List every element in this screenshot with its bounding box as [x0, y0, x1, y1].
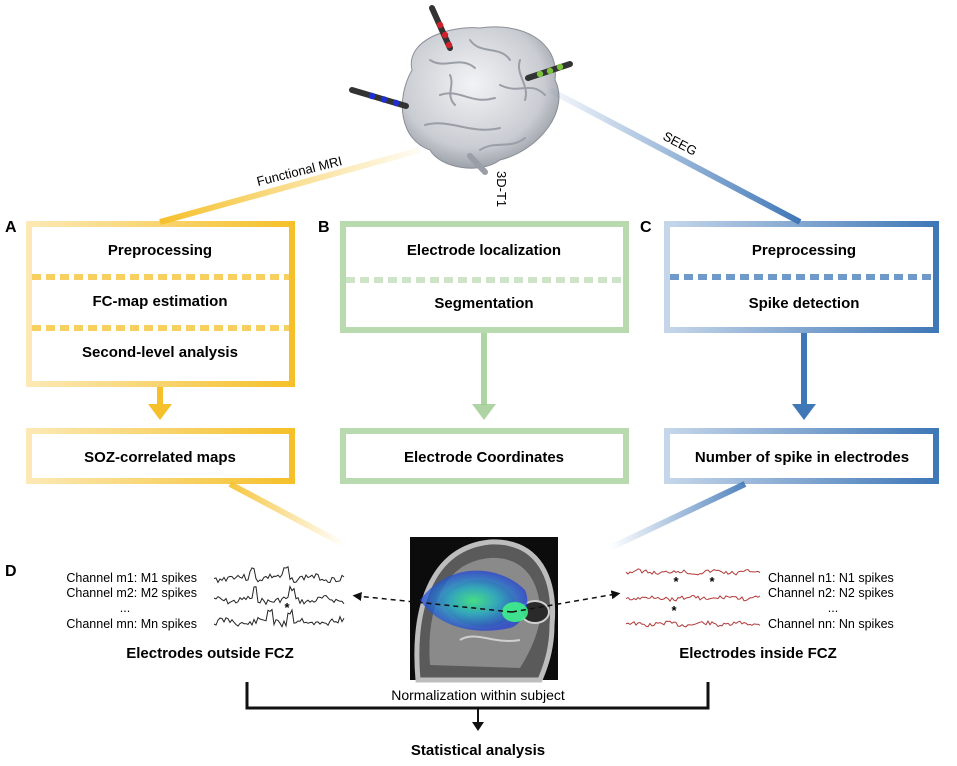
panel-letter-b: B — [318, 219, 330, 236]
normalization-bracket — [245, 682, 710, 731]
left-trace-2 — [213, 585, 345, 606]
right-channel-list: Channel n1: N1 spikes Channel n2: N2 spi… — [768, 571, 894, 631]
left-channel-2: Channel m2: M2 spikes — [66, 586, 197, 600]
left-group-title: Electrodes outside FCZ — [126, 645, 294, 662]
panel-letter-c: C — [640, 219, 652, 236]
right-spike-marker-3: * — [671, 603, 677, 618]
right-group-title: Electrodes inside FCZ — [679, 645, 837, 662]
panel-a-output-box — [26, 428, 295, 484]
panel-b-step-segmentation: Segmentation — [434, 295, 533, 312]
panel-b-step-electrode-localization: Electrode localization — [407, 242, 561, 259]
right-trace-2 — [625, 595, 761, 602]
statistical-analysis-label: Statistical analysis — [411, 742, 545, 759]
left-trace-1 — [213, 565, 345, 584]
panel-b-arrow — [472, 333, 496, 420]
panel-c-output: Number of spike in electrodes — [695, 449, 909, 466]
panel-b-output: Electrode Coordinates — [404, 449, 564, 466]
panel-a-arrow — [148, 387, 172, 420]
panel-c-connector — [608, 481, 747, 551]
panel-c-arrow — [792, 333, 816, 420]
left-channel-list: Channel m1: M1 spikes Channel m2: M2 spi… — [66, 571, 197, 631]
electrode-red — [429, 5, 453, 51]
right-spike-marker-1: * — [673, 574, 679, 589]
right-channel-2: Channel n2: N2 spikes — [768, 586, 894, 600]
normalization-label: Normalization within subject — [391, 687, 565, 703]
right-trace-1 — [625, 568, 761, 576]
branch-seeg — [548, 87, 802, 225]
panel-c-step-spike-detection: Spike detection — [749, 295, 860, 312]
panel-b-output-box — [340, 428, 629, 484]
left-eeg-traces — [213, 565, 345, 628]
left-channel-ellipsis: ... — [120, 601, 130, 615]
panel-c-output-box — [664, 428, 939, 484]
label-3d-t1: 3D-T1 — [494, 171, 509, 207]
left-spike-marker: * — [284, 600, 290, 615]
panel-c-step-preprocessing: Preprocessing — [752, 242, 856, 259]
panel-a-output: SOZ-correlated maps — [84, 449, 236, 466]
brain-image — [401, 26, 560, 175]
panel-letter-d: D — [5, 563, 17, 580]
left-trace-3 — [213, 608, 345, 628]
dashed-arrow-outside — [352, 591, 513, 613]
right-channel-ellipsis: ... — [828, 601, 838, 615]
panel-a-process-box — [26, 221, 295, 387]
right-trace-3 — [625, 620, 761, 628]
panel-c-process-box — [664, 221, 939, 333]
electrode-blue — [349, 87, 409, 109]
panel-a-step-second-level: Second-level analysis — [82, 344, 238, 361]
panel-b-process-box — [340, 221, 629, 333]
panel-a-step-fc-map: FC-map estimation — [92, 293, 227, 310]
right-eeg-traces — [625, 568, 761, 628]
left-channel-n: Channel mn: Mn spikes — [66, 617, 197, 631]
panel-a-step-preprocessing: Preprocessing — [108, 242, 212, 259]
electrode-green — [525, 61, 573, 81]
right-channel-1: Channel n1: N1 spikes — [768, 571, 894, 585]
right-channel-n: Channel nn: Nn spikes — [768, 617, 894, 631]
right-spike-marker-2: * — [709, 574, 715, 589]
panel-letter-a: A — [5, 219, 17, 236]
left-channel-1: Channel m1: M1 spikes — [66, 571, 197, 585]
panel-a-connector — [228, 481, 347, 548]
branch-functional-mri — [159, 147, 421, 225]
